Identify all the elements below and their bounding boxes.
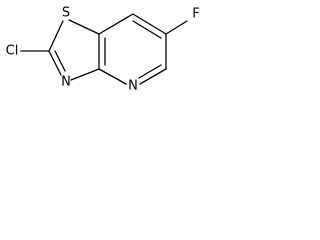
bond-n4-c3a	[98, 68, 127, 85]
atom-label-s: S	[62, 6, 70, 21]
molecule-structure: Cl S N N F	[6, 6, 200, 94]
bond-c2-n3-double	[54, 50, 66, 72]
bond-c2-s	[48, 20, 64, 52]
bond-c2-n3	[48, 50, 62, 76]
bond-s-c7a	[68, 19, 100, 35]
bond-c7a-c7	[98, 13, 134, 35]
bond-c7-c6-double	[132, 20, 162, 39]
bond-n3-c3a	[70, 68, 100, 81]
bond-c7-c6	[132, 13, 167, 35]
atom-labels: Cl S N N F	[6, 6, 200, 94]
atom-label-n-thiazole: N	[61, 75, 71, 90]
atom-label-f: F	[192, 7, 199, 22]
atom-label-n-pyridine: N	[128, 79, 138, 94]
bonds	[20, 13, 188, 85]
atom-label-cl: Cl	[6, 44, 19, 59]
bond-c5-n4	[139, 68, 167, 85]
bond-c5-n4-double	[138, 64, 162, 79]
bond-c6-f	[165, 20, 188, 35]
